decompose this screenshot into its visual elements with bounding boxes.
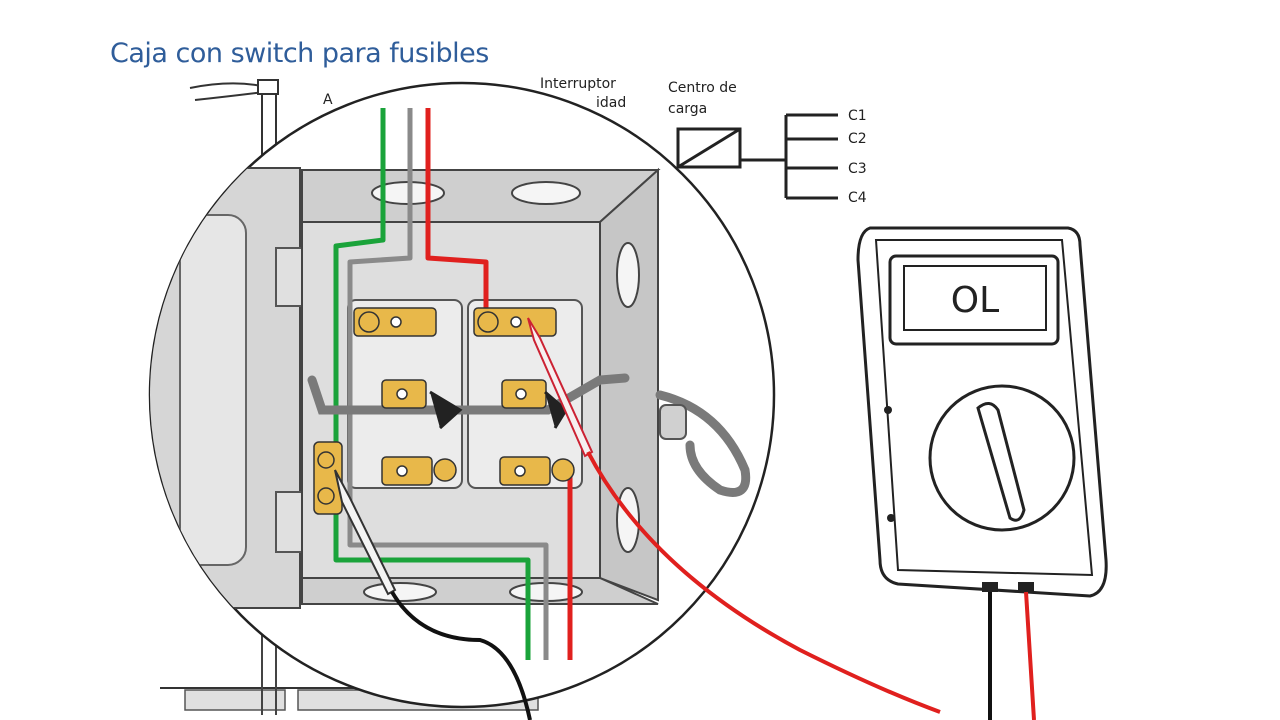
- multimeter-display: OL: [951, 280, 999, 321]
- multimeter-icon: [856, 226, 1108, 720]
- label-centro-de-carga: Centro de: [668, 80, 737, 96]
- page-title: Caja con switch para fusibles: [110, 38, 489, 69]
- red-lead: [586, 451, 941, 714]
- circuit-label-c2: C2: [848, 131, 867, 147]
- probe-icon: [334, 317, 594, 596]
- terminal-group: [313, 307, 575, 515]
- label-carga: carga: [668, 101, 707, 117]
- black-lead: [390, 590, 532, 720]
- circuit-label-c1: C1: [848, 108, 867, 124]
- circuit-label-c4: C4: [848, 190, 867, 206]
- label-interruptor-2: idad: [596, 95, 626, 111]
- load-center-icon: [676, 113, 838, 200]
- fuse-box-icon: [150, 108, 751, 660]
- label-partial-a: A: [323, 92, 333, 108]
- label-interruptor: Interruptor: [540, 76, 616, 92]
- circuit-label-c3: C3: [848, 161, 867, 177]
